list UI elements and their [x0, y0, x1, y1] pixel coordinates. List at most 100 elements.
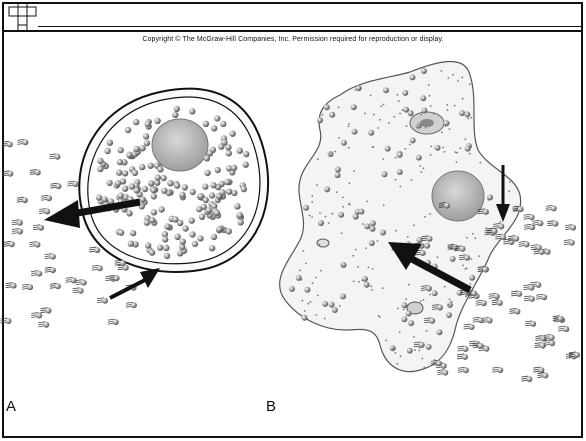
released-granule [45, 267, 56, 273]
cytoplasmic-granule [397, 152, 403, 158]
cytoplasm-speckle [470, 258, 472, 260]
cytoplasm-speckle [320, 270, 322, 272]
secretory-granule [234, 203, 240, 209]
cytoplasmic-granule [329, 302, 335, 308]
cytoplasm-speckle [466, 237, 468, 239]
cytoplasm-speckle [380, 105, 382, 107]
released-granule [536, 294, 547, 300]
cytoplasm-speckle [428, 84, 430, 86]
cytoplasm-speckle [373, 114, 375, 116]
cytoplasmic-granule [385, 146, 391, 152]
cytoplasmic-granule [352, 129, 358, 135]
released-granule [437, 370, 448, 376]
cytoplasm-speckle [388, 122, 390, 124]
secretory-granule [106, 180, 112, 186]
cytoplasmic-granule [304, 287, 310, 293]
cytoplasmic-granule [410, 137, 416, 143]
cytoplasm-speckle [395, 179, 397, 181]
cytoplasm-speckle [474, 237, 476, 239]
cytoplasm-speckle [377, 240, 379, 242]
cytoplasm-speckle [462, 98, 464, 100]
secretory-granule [211, 234, 217, 240]
cytoplasm-speckle [352, 255, 354, 257]
released-granule [45, 254, 56, 260]
released-granule [6, 283, 17, 289]
cytoplasmic-granule [368, 130, 374, 136]
panel-label-b: B [266, 398, 276, 415]
secretory-granule [226, 189, 232, 195]
released-granule [2, 171, 13, 177]
cytoplasm-speckle [413, 336, 415, 338]
secretory-granule [209, 192, 215, 198]
secretory-granule [210, 182, 216, 188]
secretory-granule [172, 112, 178, 118]
cytoplasm-speckle [506, 176, 508, 178]
secretory-granule [220, 121, 226, 127]
released-granule [41, 195, 52, 201]
secretory-granule [130, 230, 136, 236]
cytoplasm-speckle [448, 304, 450, 306]
cytoplasmic-granule [302, 315, 308, 321]
cytoplasmic-granule [369, 240, 375, 246]
cytoplasmic-granule [335, 167, 341, 173]
cytoplasmic-granule [410, 74, 416, 80]
released-granule [126, 302, 137, 308]
cytoplasm-speckle [370, 286, 372, 288]
released-granule [564, 240, 575, 246]
cytoplasmic-granule [402, 90, 408, 96]
cytoplasmic-granule [341, 140, 347, 146]
secretory-granule [229, 131, 235, 137]
secretory-granule [209, 245, 215, 251]
cytoplasm-speckle [499, 221, 501, 223]
secretory-granule [157, 244, 163, 250]
released-granule [29, 242, 40, 248]
cytoplasmic-granule [380, 230, 386, 236]
released-granule [519, 241, 530, 247]
cytoplasm-speckle [336, 191, 338, 193]
cytoplasm-speckle [440, 70, 442, 72]
cytoplasm-speckle [399, 186, 401, 188]
cytoplasmic-granule [416, 155, 422, 161]
released-granule [547, 221, 558, 227]
released-granule [521, 376, 532, 382]
released-granule [2, 141, 13, 147]
cytoplasm-speckle [441, 131, 443, 133]
released-granule [38, 322, 49, 328]
secretory-granule [158, 206, 164, 212]
cytoplasm-speckle [454, 105, 456, 107]
cytoplasm-speckle [342, 206, 344, 208]
cytoplasm-speckle [311, 195, 313, 197]
cytoplasm-speckle [317, 295, 319, 297]
cytoplasm-speckle [408, 284, 410, 286]
cytoplasmic-granule [420, 95, 426, 101]
cytoplasm-speckle [430, 105, 432, 107]
secretory-granule [118, 147, 124, 153]
secretory-granule [126, 210, 132, 216]
cytoplasm-speckle [339, 305, 341, 307]
cytoplasm-speckle [469, 83, 471, 85]
released-granule [524, 296, 535, 302]
released-granule [544, 340, 555, 346]
secretory-granule [150, 187, 156, 193]
secretory-granule [216, 193, 222, 199]
secretory-granule [179, 192, 185, 198]
released-granule [476, 300, 487, 306]
cytoplasmic-granule [469, 275, 475, 281]
secretory-granule [151, 209, 157, 215]
secretory-granule [238, 219, 244, 225]
cytoplasmic-granule [364, 223, 370, 229]
cytoplasm-speckle [403, 309, 405, 311]
cytoplasm-speckle [310, 301, 312, 303]
secretory-granule [147, 163, 153, 169]
cytoplasm-speckle [382, 287, 384, 289]
cytoplasm-speckle [444, 286, 446, 288]
cytoplasmic-granule [329, 112, 335, 118]
secretory-granule [180, 239, 186, 245]
cell-b-vacuole-top-core [420, 119, 434, 127]
cytoplasm-speckle [368, 267, 370, 269]
secretory-granule [118, 230, 124, 236]
cytoplasm-speckle [365, 247, 367, 249]
released-granule [525, 321, 536, 327]
cytoplasm-speckle [444, 151, 446, 153]
cytoplasm-speckle [311, 201, 313, 203]
